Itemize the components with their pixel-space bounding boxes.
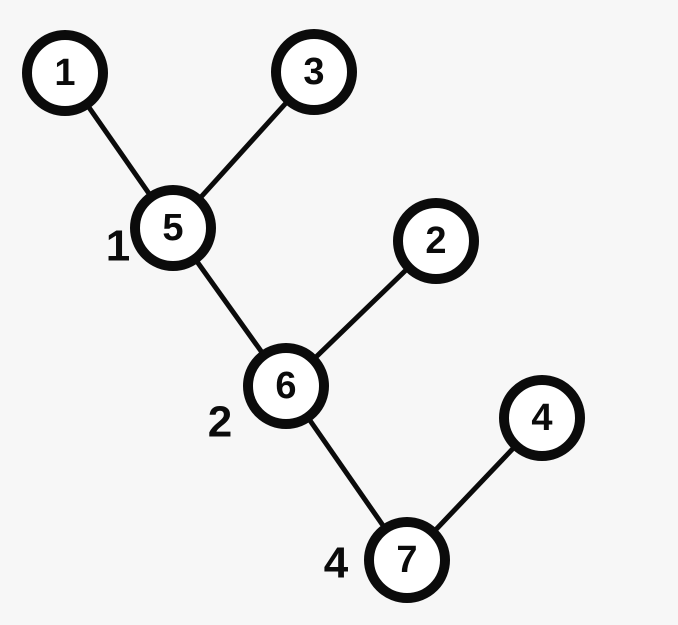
graph-node-circle: [393, 198, 479, 284]
graph-annotation-node-7: 4: [324, 539, 349, 588]
graph-node-circle: [130, 185, 216, 271]
graph-annotation-node-5: 1: [106, 222, 130, 271]
graph-node-label: 4: [531, 397, 552, 439]
graph-node-circle: [499, 375, 585, 461]
graph-node-4: 4: [499, 375, 585, 461]
graph-node-label: 5: [162, 207, 183, 249]
graph-node-circle: [364, 517, 450, 603]
graph-node-1: 1: [22, 30, 108, 116]
graph-annotation-node-6: 2: [208, 398, 232, 447]
graph-node-7: 7: [364, 517, 450, 603]
graph-node-5: 5: [130, 185, 216, 271]
graph-node-label: 2: [425, 220, 446, 262]
graph-node-6: 6: [243, 343, 329, 429]
graph-node-circle: [22, 30, 108, 116]
graph-node-label: 7: [396, 539, 417, 581]
graph-node-label: 6: [275, 365, 296, 407]
graph-node-3: 3: [271, 29, 357, 115]
graph-node-label: 3: [303, 51, 324, 93]
graph-node-circle: [271, 29, 357, 115]
graph-node-label: 1: [54, 52, 75, 94]
graph-node-2: 2: [393, 198, 479, 284]
graph-node-circle: [243, 343, 329, 429]
